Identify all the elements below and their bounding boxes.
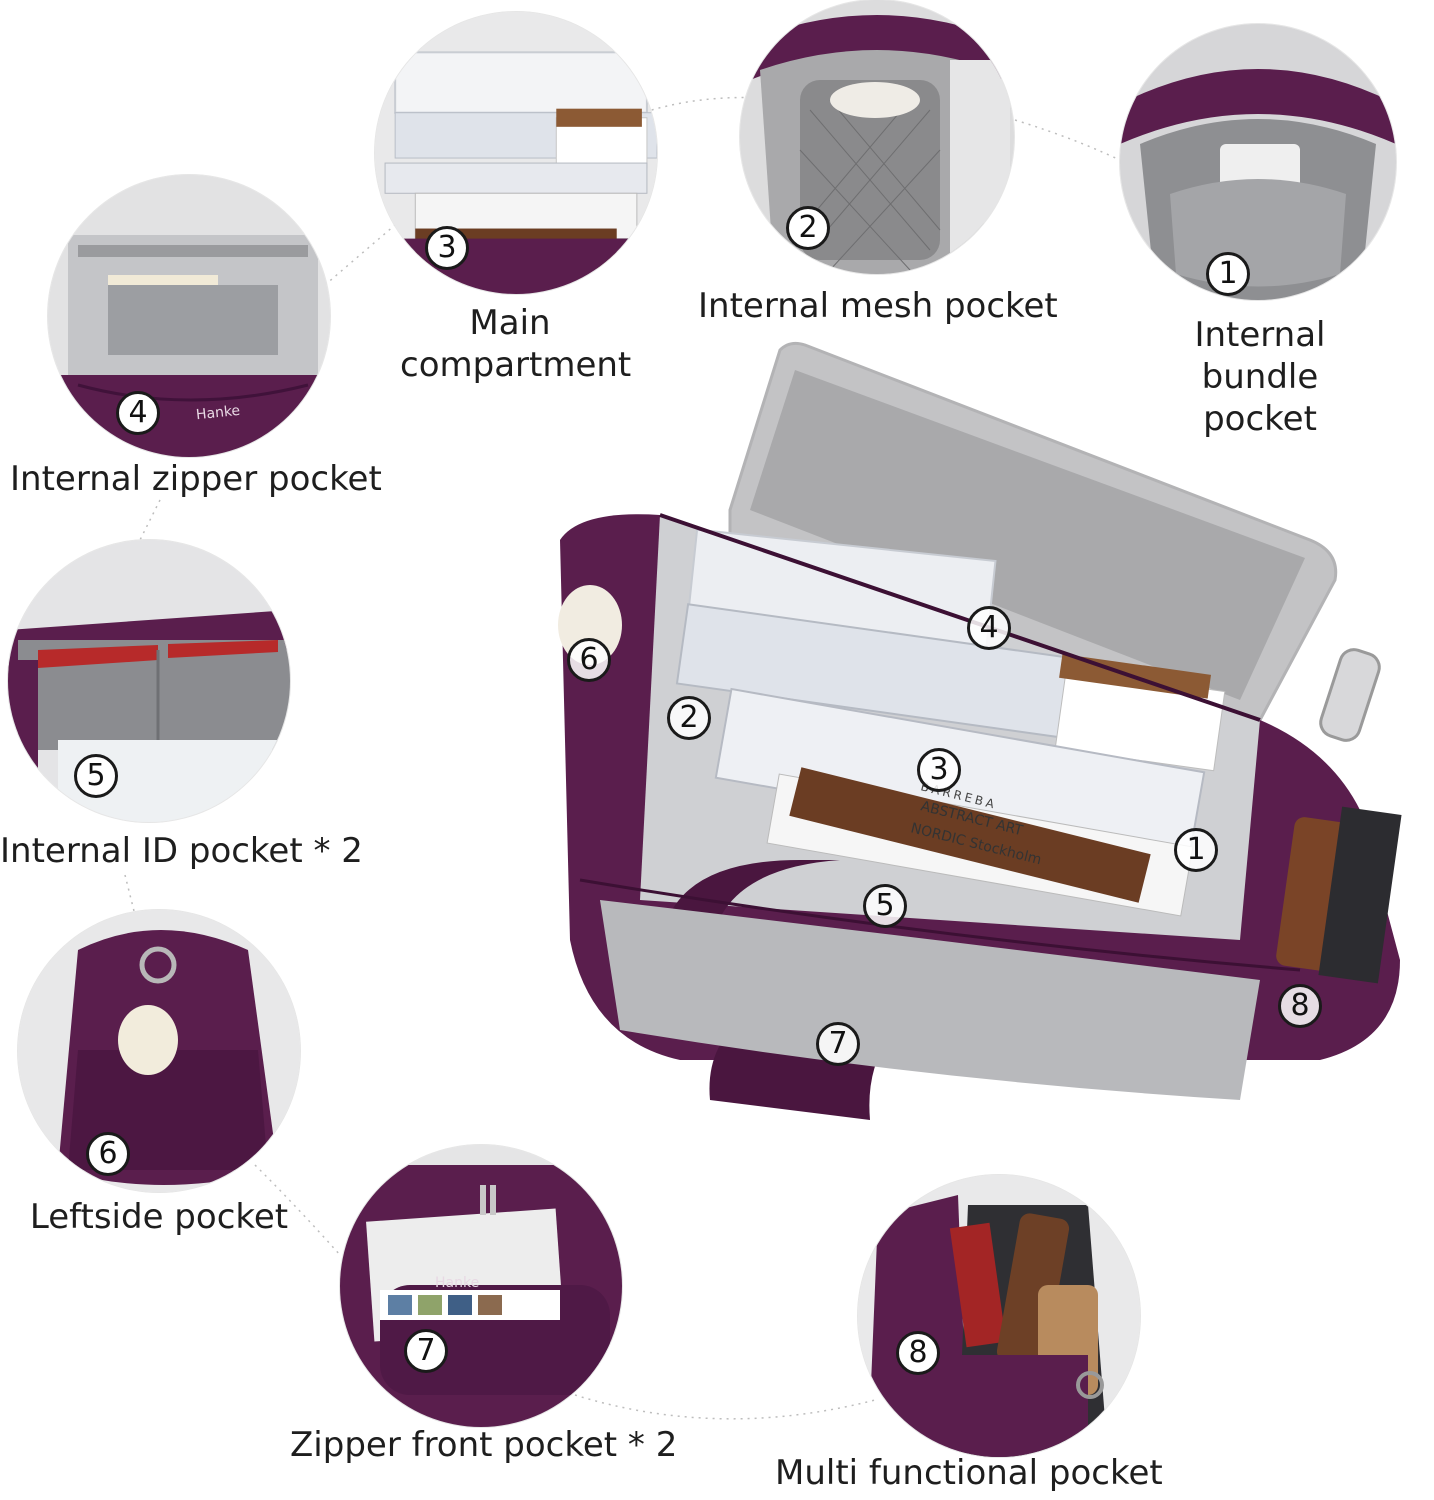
feature-7-label: Zipper front pocket * 2 — [290, 1425, 678, 1465]
feature-5-label: Internal ID pocket * 2 — [0, 831, 363, 871]
feature-1-label: Internal bundle pocket — [1194, 315, 1326, 439]
id-pocket-photo: 5 — [8, 540, 290, 822]
mesh-pocket-photo: 2 — [740, 0, 1014, 274]
hero-marker-3-number: 3 — [929, 752, 949, 787]
connector-4-5 — [139, 499, 161, 541]
hero-marker-2-number: 2 — [679, 700, 699, 735]
connector-2-1 — [1014, 119, 1131, 166]
feature-3-number: 3 — [437, 230, 457, 265]
side-pocket-icon — [18, 910, 300, 1192]
feature-4-number: 4 — [128, 395, 148, 430]
main-compartment-photo: 3 — [375, 12, 657, 294]
feature-1-marker: 1 — [1206, 252, 1250, 296]
zipper-pocket-photo: 4 Hanke — [48, 175, 330, 457]
feature-6-number: 6 — [98, 1136, 118, 1171]
duffel-bag-icon: ABSTRACT ART NORDIC Stockholm BARREBA — [558, 341, 1402, 1120]
hero-marker-4: 4 — [967, 606, 1011, 650]
feature-4-marker: 4 — [116, 391, 160, 435]
front-brand-logo: Hanke — [435, 1275, 480, 1291]
feature-8-label: Multi functional pocket — [775, 1453, 1163, 1493]
feature-7-number: 7 — [416, 1333, 436, 1368]
feature-3-marker: 3 — [425, 226, 469, 270]
front-pocket-photo: 7 Hanke — [340, 1145, 622, 1427]
feature-8-number: 8 — [908, 1335, 928, 1370]
connector-4-3 — [324, 224, 396, 286]
bundle-pocket-icon — [1120, 24, 1396, 300]
mesh-pocket-icon — [740, 0, 1014, 274]
hero-marker-2: 2 — [667, 696, 711, 740]
hero-marker-5-number: 5 — [875, 888, 895, 923]
feature-4-label: Internal zipper pocket — [10, 459, 382, 499]
books-icon — [375, 12, 657, 294]
front-pocket-icon — [340, 1145, 622, 1427]
zipper-pocket-icon — [48, 175, 330, 457]
feature-5-marker: 5 — [74, 754, 118, 798]
feature-2-number: 2 — [798, 210, 818, 245]
bundle-pocket-photo: 1 — [1120, 24, 1396, 300]
multi-pocket-photo: 8 — [858, 1175, 1140, 1457]
hero-marker-7: 7 — [816, 1022, 860, 1066]
feature-5-number: 5 — [86, 758, 106, 793]
hero-marker-8: 8 — [1278, 984, 1322, 1028]
feature-7-marker: 7 — [404, 1329, 448, 1373]
feature-2-marker: 2 — [786, 206, 830, 250]
hero-marker-1-number: 1 — [1186, 832, 1206, 867]
hero-marker-6: 6 — [567, 638, 611, 682]
hero-marker-6-number: 6 — [579, 642, 599, 677]
feature-6-marker: 6 — [86, 1132, 130, 1176]
hero-marker-1: 1 — [1174, 828, 1218, 872]
hero-marker-8-number: 8 — [1290, 988, 1310, 1023]
id-pocket-icon — [8, 540, 290, 822]
connector-5-6 — [124, 874, 136, 916]
hero-marker-5: 5 — [863, 884, 907, 928]
hero-marker-7-number: 7 — [828, 1026, 848, 1061]
hero-marker-3: 3 — [917, 748, 961, 792]
multi-pocket-icon — [858, 1175, 1140, 1457]
feature-2-label: Internal mesh pocket — [698, 286, 1058, 326]
feature-6-label: Leftside pocket — [29, 1197, 289, 1237]
hero-marker-4-number: 4 — [979, 610, 999, 645]
connector-7-8 — [574, 1394, 876, 1420]
feature-1-number: 1 — [1218, 256, 1238, 291]
feature-3-label: Main compartment — [400, 303, 632, 385]
duffel-bag-hero: ABSTRACT ART NORDIC Stockholm BARREBA 4 … — [540, 340, 1434, 1160]
feature-8-marker: 8 — [896, 1331, 940, 1375]
leftside-pocket-photo: 6 — [18, 910, 300, 1192]
